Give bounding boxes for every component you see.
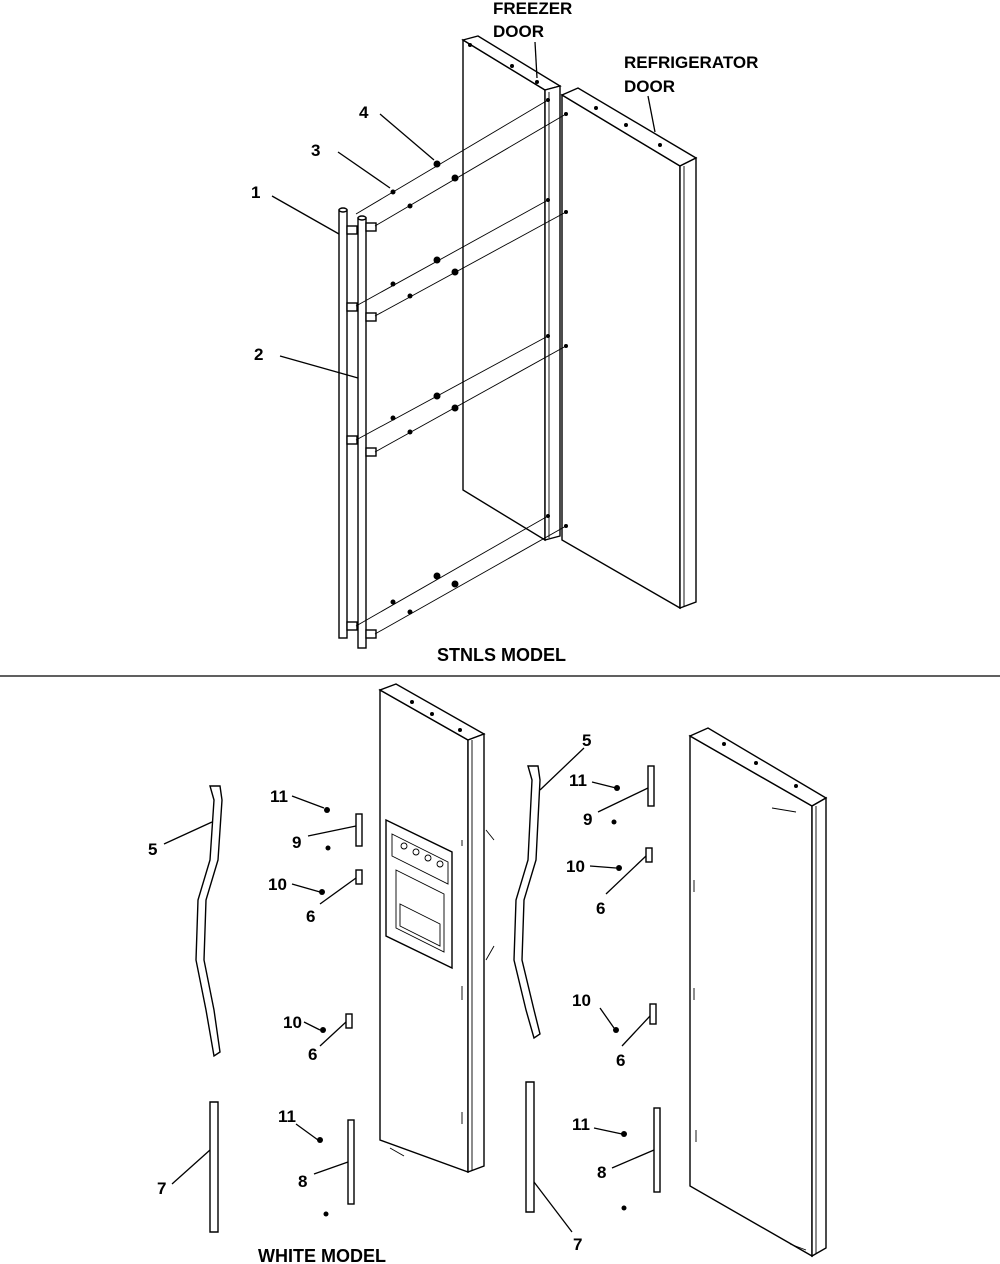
white-callout-11-d: 11: [572, 1115, 590, 1134]
white-callout-6-b: 6: [308, 1045, 317, 1064]
white-refrigerator-door: [688, 727, 828, 1258]
white-callout-11-c: 11: [569, 771, 587, 790]
white-callout-5-a: 5: [148, 840, 157, 859]
right-brackets: [611, 765, 661, 1211]
callout-1: 1: [251, 183, 260, 202]
callout-2: 2: [254, 345, 263, 364]
refrigerator-door-label-line1: REFRIGERATOR: [624, 53, 758, 72]
stnls-handle-front: [338, 207, 358, 639]
white-callout-6-c: 6: [596, 899, 605, 918]
white-callout-9-a: 9: [292, 833, 301, 852]
freezer-door-label-line2: DOOR: [493, 22, 544, 41]
white-callout-10-c: 10: [566, 857, 585, 876]
refrigerator-door: [560, 87, 698, 610]
white-callout-6-a: 6: [306, 907, 315, 926]
white-callout-7-a: 7: [157, 1179, 166, 1198]
white-callout-8-b: 8: [597, 1163, 606, 1182]
white-callout-5-b: 5: [582, 731, 591, 750]
stnls-leaders: [271, 41, 656, 379]
stnls-model-title: STNLS MODEL: [437, 645, 566, 665]
callout-4: 4: [359, 103, 369, 122]
dispenser-panel: [385, 818, 495, 970]
white-leaders: [163, 747, 655, 1233]
white-callout-9-b: 9: [583, 810, 592, 829]
stnls-handle-rear: [357, 215, 377, 649]
white-callout-7-b: 7: [573, 1235, 582, 1254]
stnls-section: FREEZER DOOR REFRIGERATOR DOOR 4 3 1 2 S…: [251, 0, 758, 665]
white-freezer-door: [378, 683, 495, 1174]
white-callout-10-b: 10: [283, 1013, 302, 1032]
callout-3: 3: [311, 141, 320, 160]
mounting-hardware: [355, 98, 568, 635]
refrigerator-handle-top: [513, 765, 541, 1040]
freezer-handle-bottom: [209, 1101, 219, 1233]
white-callout-8-a: 8: [298, 1172, 307, 1191]
refrigerator-door-label-line2: DOOR: [624, 77, 675, 96]
left-brackets: [317, 807, 363, 1217]
white-callout-10-a: 10: [268, 875, 287, 894]
white-model-title: WHITE MODEL: [258, 1246, 386, 1264]
freezer-door-label-line1: FREEZER: [493, 0, 572, 18]
refrigerator-handle-bottom: [525, 1081, 535, 1213]
freezer-handle-top: [195, 785, 223, 1058]
white-callout-6-d: 6: [616, 1051, 625, 1070]
white-callout-10-d: 10: [572, 991, 591, 1010]
white-callout-11-a: 11: [270, 787, 288, 806]
white-callout-11-b: 11: [278, 1107, 296, 1126]
freezer-door: [461, 35, 562, 542]
white-section: 11 9 10 6 5 10 6 11 8 7 5 11 9 10 6 10 6…: [148, 683, 828, 1264]
